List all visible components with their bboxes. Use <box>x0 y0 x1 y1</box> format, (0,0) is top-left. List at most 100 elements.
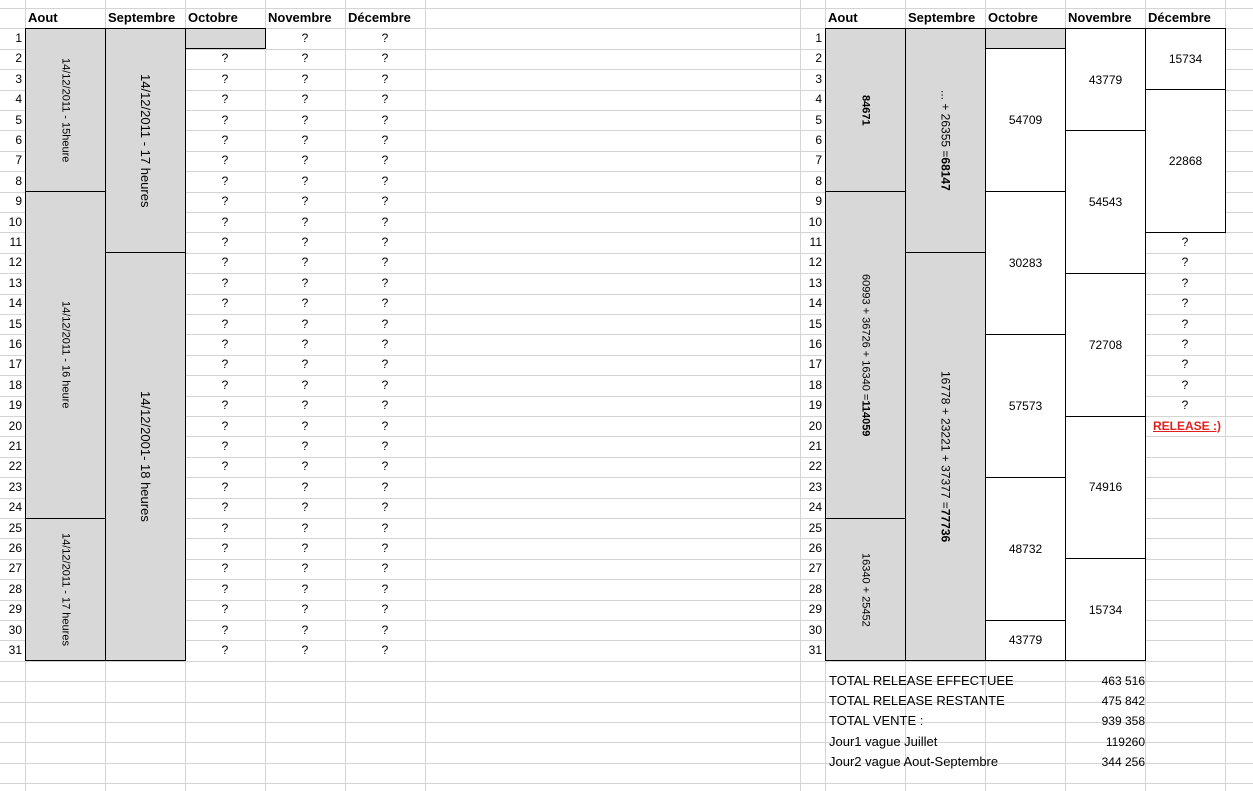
cell-question[interactable]: ? <box>1181 255 1189 270</box>
cell-question[interactable]: ? <box>221 622 229 637</box>
cell-question[interactable]: ? <box>301 357 309 372</box>
cell-question[interactable]: ? <box>221 479 229 494</box>
cell-question[interactable]: ? <box>301 71 309 86</box>
cell-question[interactable]: ? <box>381 541 389 555</box>
cell-question[interactable]: ? <box>301 479 309 494</box>
cell-question[interactable]: ? <box>381 194 389 209</box>
cell-question[interactable]: ? <box>381 51 389 66</box>
december-block[interactable]: 22868 <box>1145 89 1226 233</box>
cell-question[interactable]: ? <box>221 194 229 209</box>
cell-question[interactable]: ? <box>381 622 389 637</box>
cell-question[interactable]: ? <box>301 520 309 535</box>
cell-question[interactable]: ? <box>301 337 309 351</box>
cell-question[interactable]: ? <box>1181 316 1189 331</box>
cell-question[interactable]: ? <box>301 643 309 657</box>
cell-question[interactable]: ? <box>381 398 389 413</box>
october-block[interactable]: 57573 <box>985 334 1066 478</box>
cell-question[interactable]: ? <box>381 133 389 147</box>
cell-question[interactable]: ? <box>221 71 229 86</box>
septembre-block[interactable]: ... + 26355 =68147 <box>905 28 986 254</box>
cell-question[interactable]: ? <box>381 71 389 86</box>
cell-question[interactable]: ? <box>381 255 389 270</box>
cell-question[interactable]: ? <box>381 500 389 515</box>
cell-question[interactable]: ? <box>221 92 229 107</box>
cell-question[interactable]: ? <box>381 581 389 596</box>
december-block[interactable]: 15734 <box>1145 28 1226 91</box>
cell-question[interactable]: ? <box>301 561 309 576</box>
cell-question[interactable]: ? <box>221 581 229 596</box>
cell-question[interactable]: ? <box>381 602 389 617</box>
cell-question[interactable]: ? <box>221 541 229 555</box>
cell-question[interactable]: ? <box>381 479 389 494</box>
october-row1-block[interactable] <box>185 28 266 50</box>
november-block[interactable]: 54543 <box>1065 130 1146 274</box>
cell-question[interactable]: ? <box>221 112 229 127</box>
cell-question[interactable]: ? <box>301 398 309 413</box>
cell-question[interactable]: ? <box>221 235 229 249</box>
cell-question[interactable]: ? <box>221 418 229 433</box>
cell-question[interactable]: ? <box>301 153 309 168</box>
cell-question[interactable]: ? <box>1181 275 1189 290</box>
cell-question[interactable]: ? <box>301 459 309 474</box>
cell-question[interactable]: ? <box>381 357 389 372</box>
septembre-block[interactable]: 16778 + 23221 + 37377 =77736 <box>905 252 986 662</box>
cell-question[interactable]: ? <box>221 602 229 617</box>
cell-question[interactable]: ? <box>301 541 309 555</box>
cell-question[interactable]: ? <box>1181 296 1189 311</box>
cell-question[interactable]: ? <box>301 316 309 331</box>
cell-question[interactable]: ? <box>301 622 309 637</box>
cell-question[interactable]: ? <box>1181 398 1189 413</box>
cell-question[interactable]: ? <box>221 214 229 229</box>
cell-question[interactable]: ? <box>381 275 389 290</box>
cell-question[interactable]: ? <box>381 439 389 453</box>
cell-question[interactable]: ? <box>381 643 389 657</box>
cell-question[interactable]: ? <box>221 377 229 392</box>
november-block[interactable]: 43779 <box>1065 28 1146 131</box>
cell-question[interactable]: ? <box>381 337 389 351</box>
aout-block[interactable]: 84671 <box>825 28 906 193</box>
cell-question[interactable]: ? <box>301 51 309 66</box>
cell-question[interactable]: ? <box>301 133 309 147</box>
cell-question[interactable]: ? <box>301 194 309 209</box>
cell-question[interactable]: ? <box>381 214 389 229</box>
cell-question[interactable]: ? <box>381 112 389 127</box>
cell-question[interactable]: ? <box>221 255 229 270</box>
cell-question[interactable]: ? <box>301 500 309 515</box>
october-block[interactable]: 48732 <box>985 476 1066 621</box>
cell-question[interactable]: ? <box>301 92 309 107</box>
cell-question[interactable]: ? <box>381 561 389 576</box>
cell-question[interactable]: ? <box>221 561 229 576</box>
cell-question[interactable]: ? <box>381 316 389 331</box>
october-block[interactable]: 54709 <box>985 48 1066 193</box>
cell-question[interactable]: ? <box>381 459 389 474</box>
cell-question[interactable]: ? <box>301 377 309 392</box>
cell-question[interactable]: ? <box>221 51 229 66</box>
cell-question[interactable]: ? <box>221 173 229 188</box>
november-block[interactable]: 15734 <box>1065 558 1146 662</box>
cell-question[interactable]: ? <box>381 31 389 45</box>
cell-question[interactable]: ? <box>221 500 229 515</box>
cell-question[interactable]: ? <box>221 133 229 147</box>
septembre-block[interactable]: 14/12/2011 - 17 heures <box>105 28 186 254</box>
cell-question[interactable]: ? <box>301 602 309 617</box>
cell-question[interactable]: ? <box>301 255 309 270</box>
cell-question[interactable]: ? <box>381 235 389 249</box>
cell-question[interactable]: ? <box>381 153 389 168</box>
cell-question[interactable]: ? <box>221 153 229 168</box>
cell-question[interactable]: ? <box>381 418 389 433</box>
septembre-block[interactable]: 14/12/2001- 18 heures <box>105 252 186 662</box>
cell-question[interactable]: ? <box>221 316 229 331</box>
october-block[interactable]: 43779 <box>985 619 1066 662</box>
cell-question[interactable]: ? <box>1181 357 1189 372</box>
cell-question[interactable]: ? <box>221 643 229 657</box>
cell-question[interactable]: ? <box>1181 337 1189 351</box>
cell-question[interactable]: ? <box>221 296 229 311</box>
cell-question[interactable]: ? <box>221 275 229 290</box>
aout-block[interactable]: 14/12/2011 - 16 heure <box>25 191 106 519</box>
cell-question[interactable]: ? <box>301 214 309 229</box>
cell-question[interactable]: ? <box>381 520 389 535</box>
cell-question[interactable]: ? <box>1181 377 1189 392</box>
cell-question[interactable]: ? <box>381 173 389 188</box>
cell-question[interactable]: ? <box>301 173 309 188</box>
october-block[interactable] <box>985 28 1066 50</box>
